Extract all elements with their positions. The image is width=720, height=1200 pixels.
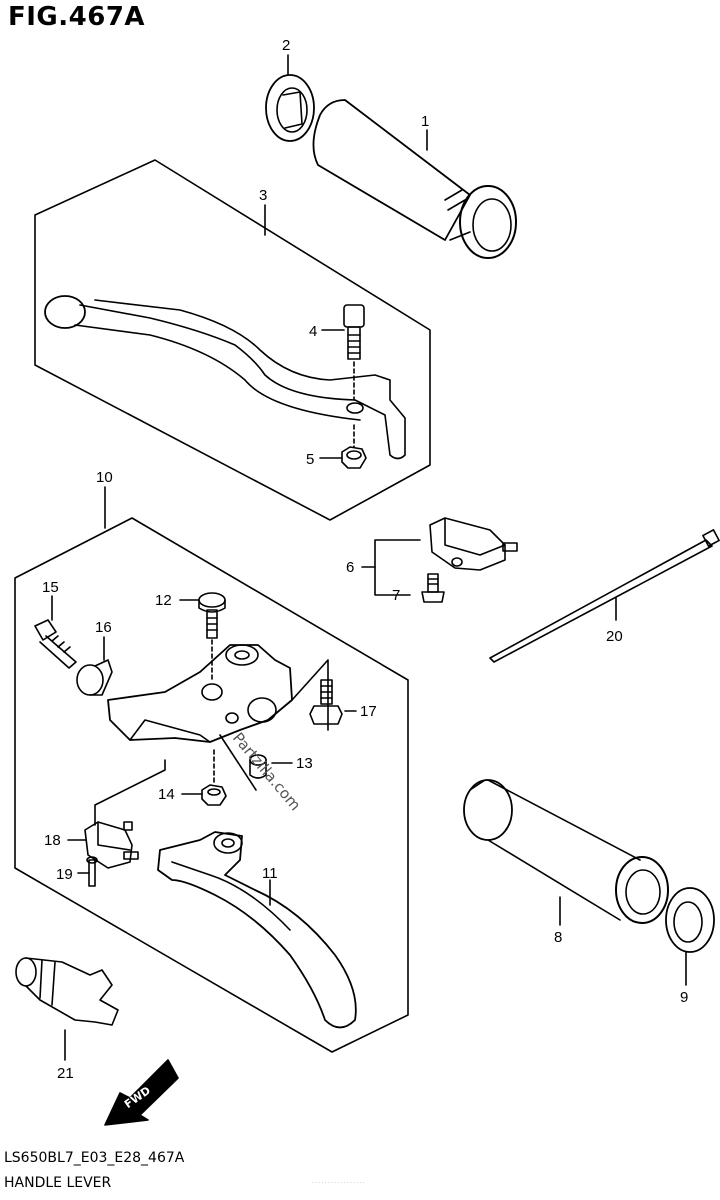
callout-7[interactable]: 7 <box>392 587 400 604</box>
part-8-grip[interactable] <box>463 779 669 924</box>
leader-holder-18 <box>94 759 166 826</box>
part-4-bolt[interactable] <box>343 304 365 360</box>
callout-18[interactable]: 18 <box>44 832 61 849</box>
part-16-adjuster[interactable] <box>76 659 113 696</box>
part-1-grip[interactable] <box>312 99 517 259</box>
callout-14[interactable]: 14 <box>158 786 175 803</box>
part-20-cable-tie[interactable] <box>489 529 720 663</box>
figure-name: HANDLE LEVER <box>4 1175 112 1191</box>
part-11-brake-lever[interactable] <box>157 831 357 1029</box>
part-2-ring[interactable] <box>265 74 315 142</box>
callout-9[interactable]: 9 <box>680 989 688 1006</box>
group-box-3 <box>34 159 431 521</box>
part-6-switch[interactable] <box>429 517 518 571</box>
callout-19[interactable]: 19 <box>56 866 73 883</box>
part-12-pivot-bolt[interactable] <box>198 592 226 639</box>
callout-15[interactable]: 15 <box>42 579 59 596</box>
group-box-10 <box>14 517 409 1053</box>
callout-6[interactable]: 6 <box>346 559 354 576</box>
part-17-bolt[interactable] <box>309 679 343 725</box>
fwd-arrow: FWD <box>104 1059 179 1126</box>
part-19-screw[interactable] <box>86 856 98 887</box>
callout-4[interactable]: 4 <box>309 323 317 340</box>
callout-1[interactable]: 1 <box>421 113 429 130</box>
callout-12[interactable]: 12 <box>155 592 172 609</box>
figure-title: FIG.467A <box>8 2 146 32</box>
part-18-switch[interactable] <box>84 821 139 869</box>
callout-17[interactable]: 17 <box>360 703 377 720</box>
model-code: LS650BL7_E03_E28_467A <box>4 1150 185 1166</box>
watermark: Partzilla.com <box>229 729 304 814</box>
callout-8[interactable]: 8 <box>554 929 562 946</box>
callout-3[interactable]: 3 <box>259 187 267 204</box>
callout-10[interactable]: 10 <box>96 469 113 486</box>
part-14-nut[interactable] <box>201 784 227 806</box>
callout-11[interactable]: 11 <box>262 865 278 882</box>
callout-21[interactable]: 21 <box>57 1065 74 1082</box>
callout-2[interactable]: 2 <box>282 37 290 54</box>
callout-16[interactable]: 16 <box>95 619 112 636</box>
part-9-ring[interactable] <box>665 887 715 953</box>
callout-13[interactable]: 13 <box>296 755 313 772</box>
callout-20[interactable]: 20 <box>606 628 623 645</box>
part-15-bolt[interactable] <box>34 619 77 669</box>
lever-holder-bracket[interactable] <box>107 644 293 743</box>
callout-5[interactable]: 5 <box>306 451 314 468</box>
part-13-pin[interactable] <box>249 754 267 779</box>
part-5-nut[interactable] <box>341 446 367 469</box>
fine-print: · · · · · · · · · · · · · · · · · <box>312 1180 365 1186</box>
part-3-clutch-lever[interactable] <box>44 295 406 460</box>
leader-17-bracket <box>291 659 329 731</box>
part-7-screw[interactable] <box>421 573 445 603</box>
part-21-boot[interactable] <box>15 957 119 1026</box>
